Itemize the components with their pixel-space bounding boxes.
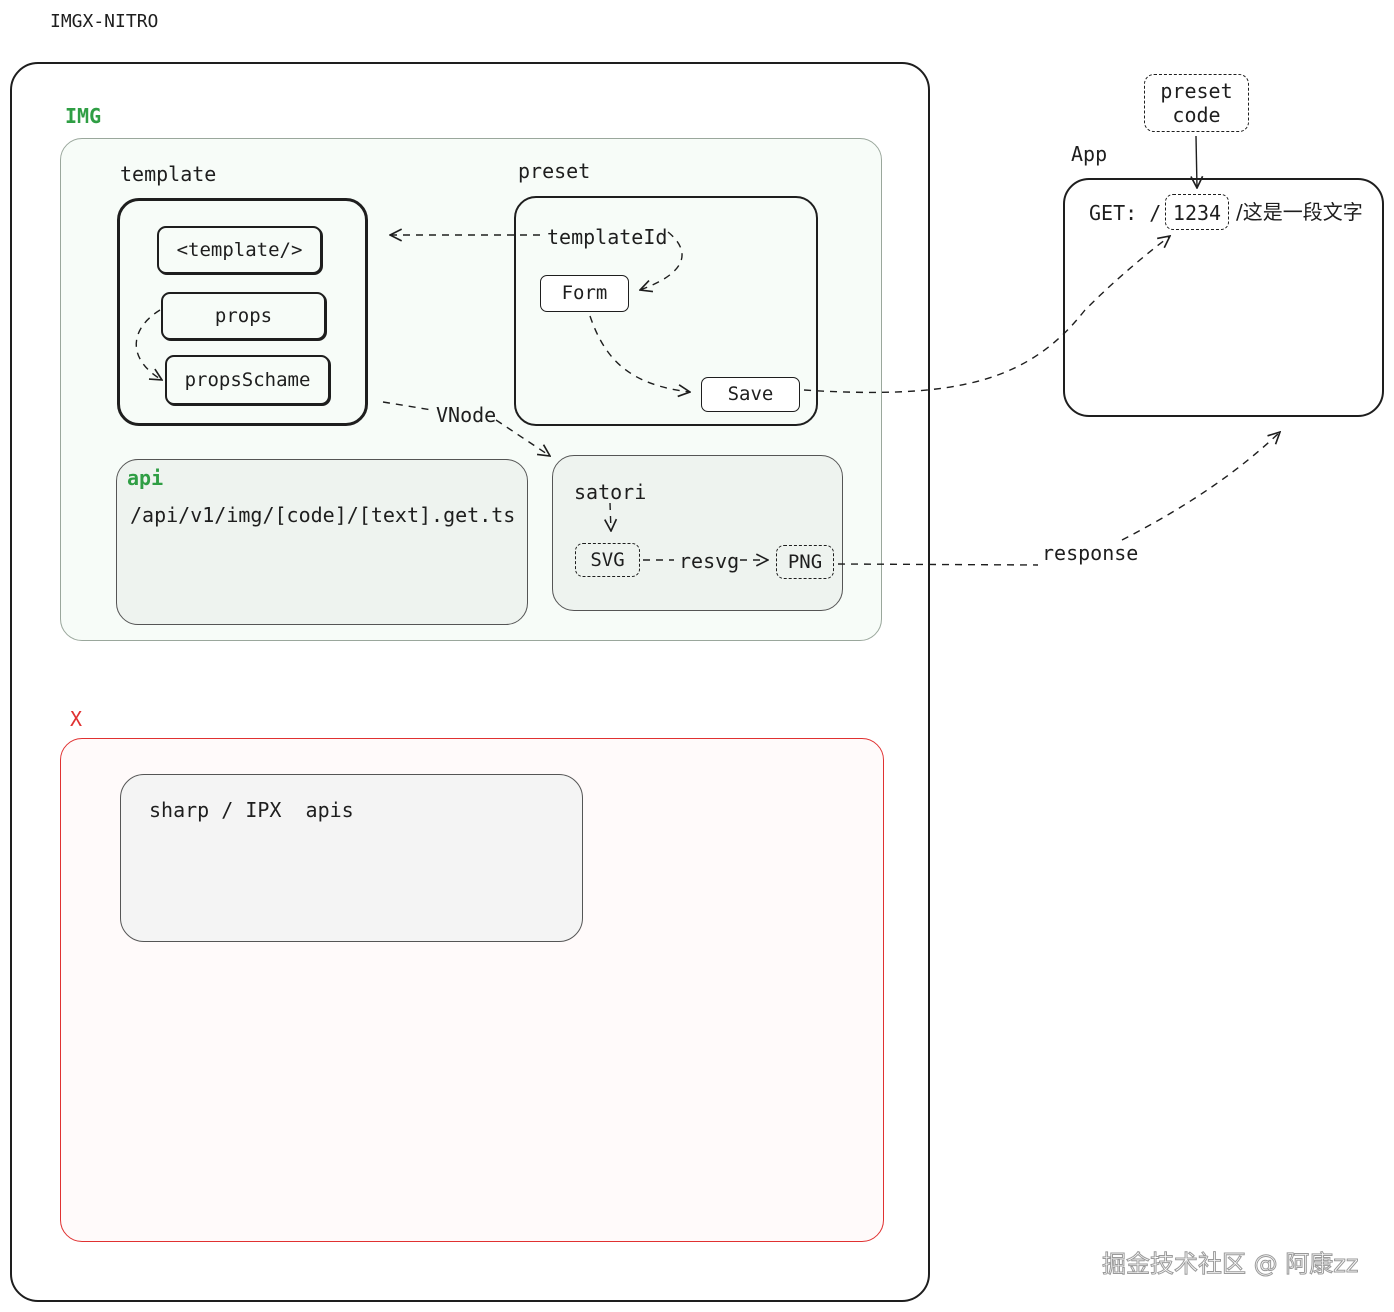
save-node: Save [701, 377, 800, 412]
request-prefix: GET: / [1089, 201, 1162, 225]
request-suffix: /这是一段文字 [1236, 200, 1363, 224]
sharp-label: sharp / IPX apis [149, 798, 354, 822]
svg-node: SVG [575, 543, 640, 577]
vnode-label: VNode [434, 403, 499, 427]
form-node: Form [540, 275, 629, 312]
props-item: props [161, 292, 326, 340]
resvg-label: resvg [677, 549, 742, 573]
nitro-container [10, 62, 930, 1302]
satori-label: satori [574, 480, 647, 504]
api-box [116, 459, 528, 625]
code-value: 1234 [1165, 194, 1229, 230]
response-label: response [1040, 541, 1141, 565]
x-panel-label: X [70, 707, 83, 731]
preset-code-node: preset code [1144, 74, 1249, 132]
template-tag-item: <template/> [157, 226, 322, 274]
sharp-box [120, 774, 583, 942]
img-panel-label: IMG [65, 104, 102, 128]
watermark: 掘金技术社区 @ 阿康zz [1101, 1250, 1359, 1278]
diagram-title: IMGX-NITRO [50, 11, 159, 32]
preset-label: preset [518, 159, 591, 183]
api-route: /api/v1/img/[code]/[text].get.ts [130, 503, 516, 527]
preset-code-line-1: preset [1160, 79, 1233, 103]
satori-box [552, 455, 843, 611]
template-label: template [120, 162, 217, 186]
template-id-label: templateId [545, 225, 670, 249]
app-label: App [1071, 142, 1108, 166]
preset-code-line-2: code [1172, 103, 1221, 127]
api-label: api [127, 466, 164, 490]
png-node: PNG [776, 545, 834, 579]
props-schema-item: propsSchame [165, 355, 330, 405]
